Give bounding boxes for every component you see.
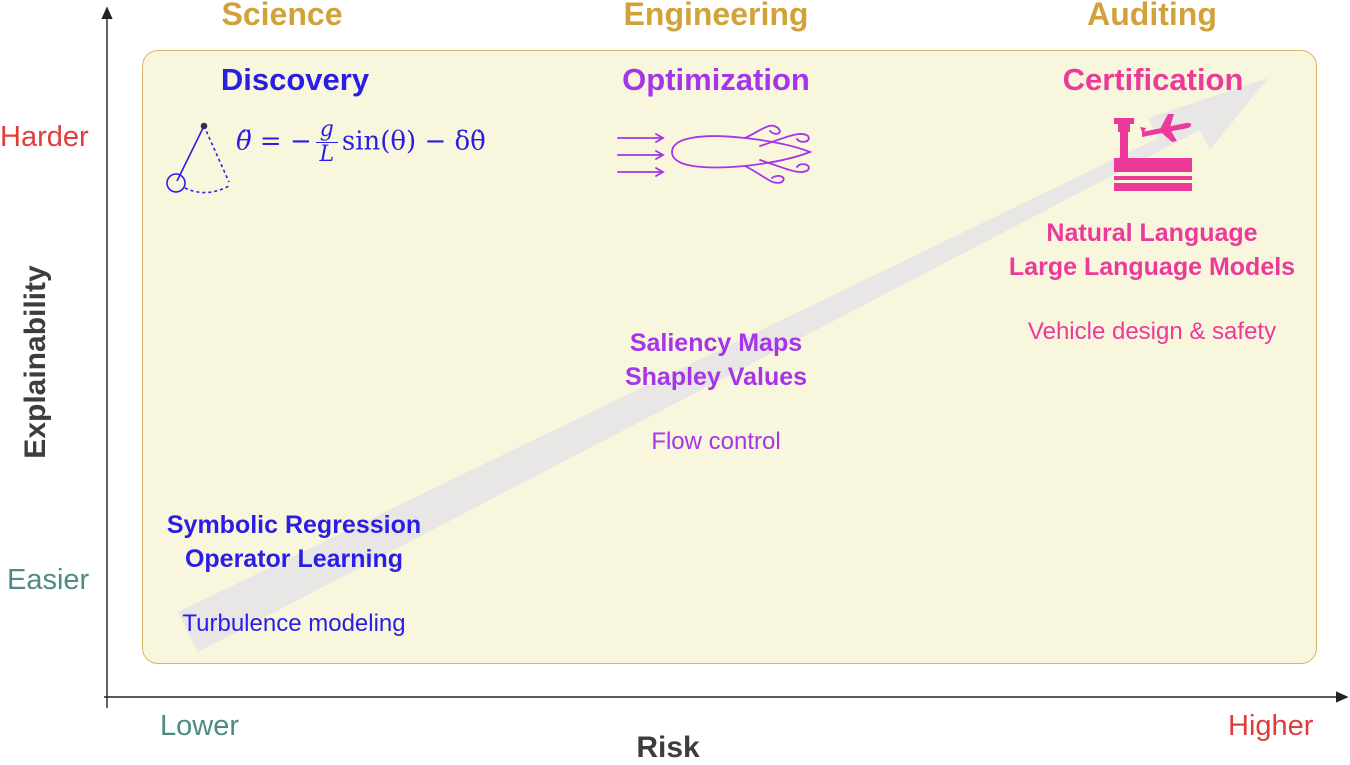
airfoil-flow-icon xyxy=(617,124,813,184)
method-item: Large Language Models xyxy=(1008,253,1296,281)
equation-rhs: sin(θ) − δθ̇ xyxy=(341,126,486,157)
x-axis-low-label: Lower xyxy=(160,710,239,742)
equation-denominator: L xyxy=(319,142,335,167)
method-item: Symbolic Regression xyxy=(166,511,422,539)
equation-lhs: θ̈ = − xyxy=(236,126,312,157)
column-science: Science xyxy=(221,0,343,32)
airport-tower-plane-icon xyxy=(1114,114,1192,191)
y-axis-title: Explainability xyxy=(19,265,52,459)
discovery-title: Discovery xyxy=(220,62,370,97)
method-item: Saliency Maps xyxy=(629,329,803,357)
pendulum-icon xyxy=(166,122,230,194)
y-axis-low-label: Easier xyxy=(7,564,90,596)
certification-title: Certification xyxy=(1062,62,1244,97)
equation-numerator: g xyxy=(315,118,338,143)
optimization-methods: Saliency Maps Shapley Values xyxy=(625,326,807,394)
discovery-methods: Symbolic Regression Operator Learning xyxy=(167,508,421,576)
optimization-title: Optimization xyxy=(622,62,810,97)
x-axis-title: Risk xyxy=(636,731,700,764)
column-auditing: Auditing xyxy=(1087,0,1217,32)
certification-application: Vehicle design & safety xyxy=(1027,318,1277,345)
discovery-application: Turbulence modeling xyxy=(182,610,406,637)
column-engineering: Engineering xyxy=(623,0,809,32)
method-item: Operator Learning xyxy=(184,545,404,573)
y-axis-high-label: Harder xyxy=(0,121,89,153)
method-item: Natural Language xyxy=(1046,219,1258,247)
trend-arrow xyxy=(178,78,1268,652)
optimization-application: Flow control xyxy=(651,428,781,455)
certification-methods: Natural Language Large Language Models xyxy=(1009,216,1295,284)
method-item: Shapley Values xyxy=(624,363,808,391)
x-axis-high-label: Higher xyxy=(1228,710,1314,742)
